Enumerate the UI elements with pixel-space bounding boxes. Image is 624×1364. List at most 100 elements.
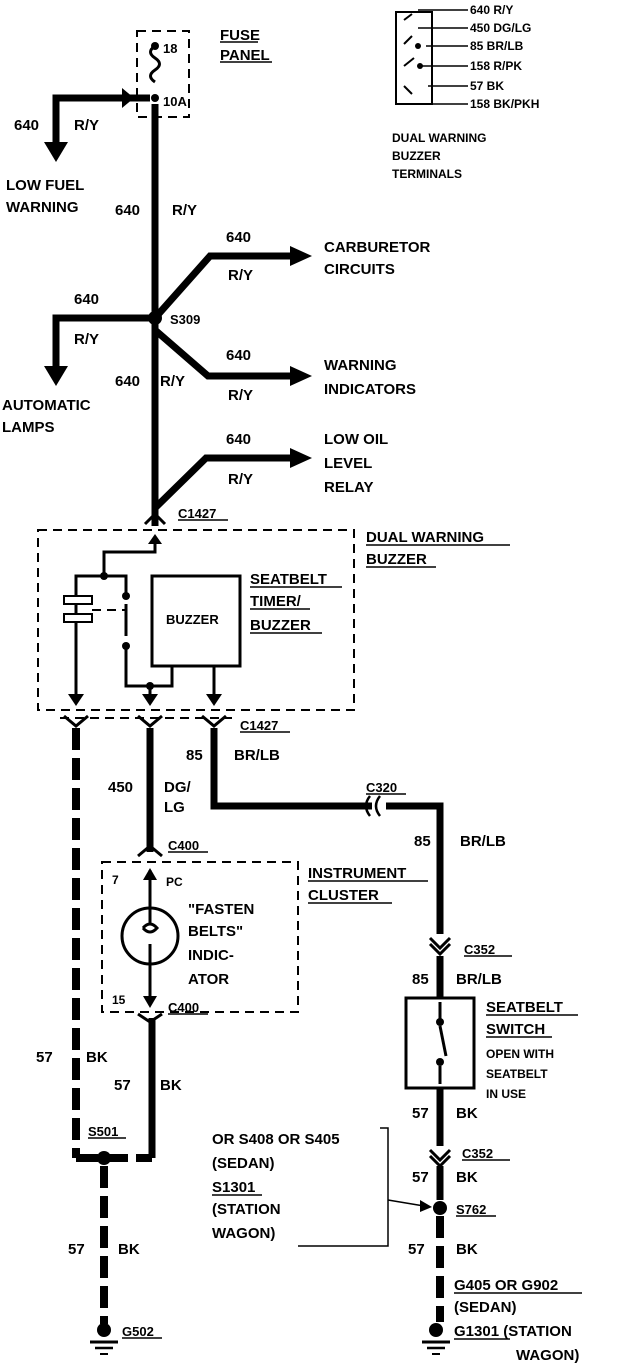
terminal-row: 450 DG/LG — [470, 21, 531, 35]
wire-color-bk: BK — [456, 1105, 478, 1122]
circuit-85: C320 85 BR/LB 85 BR/LB C352 85 BR/LB — [186, 728, 512, 998]
wire-number-57: 57 — [412, 1105, 429, 1122]
connector-c1427-label: C1427 — [240, 718, 278, 733]
low-oil-label: RELAY — [324, 479, 373, 496]
fuse-rating: 10A — [163, 94, 187, 109]
fuse-panel-title: FUSE — [220, 27, 260, 44]
carburetor-wire — [152, 252, 292, 321]
arrow-down-icon — [44, 142, 68, 162]
terminal-row: 85 BR/LB — [470, 39, 524, 53]
fuse-number: 18 — [163, 41, 177, 56]
connector-c1427-bottom: C1427 — [60, 714, 290, 733]
carburetor-label: CARBURETOR — [324, 239, 431, 256]
arrow-down-icon — [206, 694, 222, 706]
ground-icon — [97, 1323, 111, 1337]
circuit-57-left: S501 57 BK 57 BK 57 BK G502 — [36, 728, 182, 1355]
brlb-wire — [210, 728, 372, 810]
wire-number-640: 640 — [226, 347, 251, 364]
connector-c1427-label: C1427 — [178, 506, 216, 521]
ground-right-label: WAGON) — [516, 1347, 579, 1364]
terminals-caption: TERMINALS — [392, 167, 462, 181]
wire-number-450: 450 — [108, 779, 133, 796]
fuse-panel: 18 10A FUSE PANEL — [136, 27, 272, 118]
fuse-element-icon — [149, 44, 161, 84]
arrow-right-icon — [420, 1200, 432, 1212]
splice-s309-label: S309 — [170, 312, 200, 327]
wire-color-ry: R/Y — [228, 471, 253, 488]
dual-buzzer-label: DUAL WARNING — [366, 529, 484, 546]
terminals-inset: 640 R/Y 450 DG/LG 85 BR/LB 158 R/PK 57 B… — [392, 3, 539, 181]
low-oil-label: LOW OIL — [324, 431, 388, 448]
warning-indicators-wire — [152, 327, 292, 380]
connector-icon — [122, 88, 134, 108]
wire-color-brlb: BR/LB — [456, 971, 502, 988]
seatbelt-timer-label: TIMER/ — [250, 593, 302, 610]
relay-contact-icon — [63, 595, 93, 605]
wire-number-640: 640 — [115, 373, 140, 390]
fasten-belts-label: "FASTEN — [188, 901, 254, 918]
wire-color-bk: BK — [456, 1241, 478, 1258]
pin-15-label: 15 — [112, 993, 126, 1007]
seatbelt-switch-note: SEATBELT — [486, 1067, 548, 1081]
splice-alternatives-note: (SEDAN) — [212, 1155, 275, 1172]
low-oil-label: LEVEL — [324, 455, 372, 472]
wire-number-640: 640 — [14, 117, 39, 134]
connector-c352-icon — [428, 1148, 452, 1169]
warning-indicators-label: WARNING — [324, 357, 397, 374]
terminal-row: 158 BK/PKH — [470, 97, 539, 111]
ground-right-label: G405 OR G902 — [454, 1277, 558, 1294]
arrow-right-icon — [290, 246, 312, 266]
splice-s309-dot — [148, 311, 162, 325]
wire-color-bk: BK — [118, 1241, 140, 1258]
terminals-caption: BUZZER — [392, 149, 441, 163]
terminal-pin-dot — [415, 43, 421, 49]
seatbelt-switch-label: SEATBELT — [486, 999, 563, 1016]
instrument-cluster-label: CLUSTER — [308, 887, 379, 904]
wire-number-85: 85 — [412, 971, 429, 988]
connector-c400-icon — [137, 844, 163, 858]
buzzer-box-label: BUZZER — [166, 612, 219, 627]
instrument-cluster-label: INSTRUMENT — [308, 865, 406, 882]
splice-alternatives-note: (STATION — [212, 1201, 281, 1218]
connector-c1427-icon — [143, 511, 167, 526]
fasten-belts-label: INDIC- — [188, 947, 234, 964]
automatic-lamps-label: AUTOMATIC — [2, 397, 91, 414]
wire-color-bk: BK — [456, 1169, 478, 1186]
fuse-panel-outline — [136, 30, 190, 118]
seatbelt-switch-note: IN USE — [486, 1087, 526, 1101]
arrow-down-icon — [142, 694, 158, 706]
splice-alternatives-note: OR S408 OR S405 — [212, 1131, 340, 1148]
arrow-right-icon — [290, 448, 312, 468]
splice-s501-dot — [97, 1151, 111, 1165]
splice-alternatives-note: WAGON) — [212, 1225, 275, 1242]
fuse-terminal-dot — [151, 42, 159, 50]
wire-color-ry: R/Y — [160, 373, 185, 390]
wire-color-dglg: LG — [164, 799, 185, 816]
wire-number-640: 640 — [226, 229, 251, 246]
automatic-lamps-wire — [52, 314, 150, 372]
connector-c320-icon — [364, 795, 382, 817]
ground-icon — [429, 1323, 443, 1337]
wire-color-bk: BK — [160, 1077, 182, 1094]
low-oil-wire — [152, 454, 292, 511]
terminal-row: 158 R/PK — [470, 59, 522, 73]
wire-number-640: 640 — [74, 291, 99, 308]
terminals-caption: DUAL WARNING — [392, 131, 486, 145]
wire-color-brlb: BR/LB — [460, 833, 506, 850]
terminal-row: 57 BK — [470, 79, 504, 93]
wire-color-ry: R/Y — [74, 117, 99, 134]
instrument-cluster-outline — [101, 861, 299, 1013]
note-bracket — [298, 1127, 389, 1247]
seatbelt-switch-label: SWITCH — [486, 1021, 545, 1038]
splice-alternatives-note: S1301 — [212, 1179, 255, 1196]
switch-contact-icon — [436, 1018, 444, 1026]
dual-buzzer-label: BUZZER — [366, 551, 427, 568]
ground-right-label: G1301 (STATION — [454, 1323, 572, 1340]
circuit-450: 450 DG/ LG C400 — [108, 728, 208, 858]
wire-number-57: 57 — [412, 1169, 429, 1186]
connector-c400-label: C400 — [168, 838, 199, 853]
wire-color-ry: R/Y — [228, 267, 253, 284]
warning-indicators-label: INDICATORS — [324, 381, 416, 398]
seatbelt-timer-label: BUZZER — [250, 617, 311, 634]
